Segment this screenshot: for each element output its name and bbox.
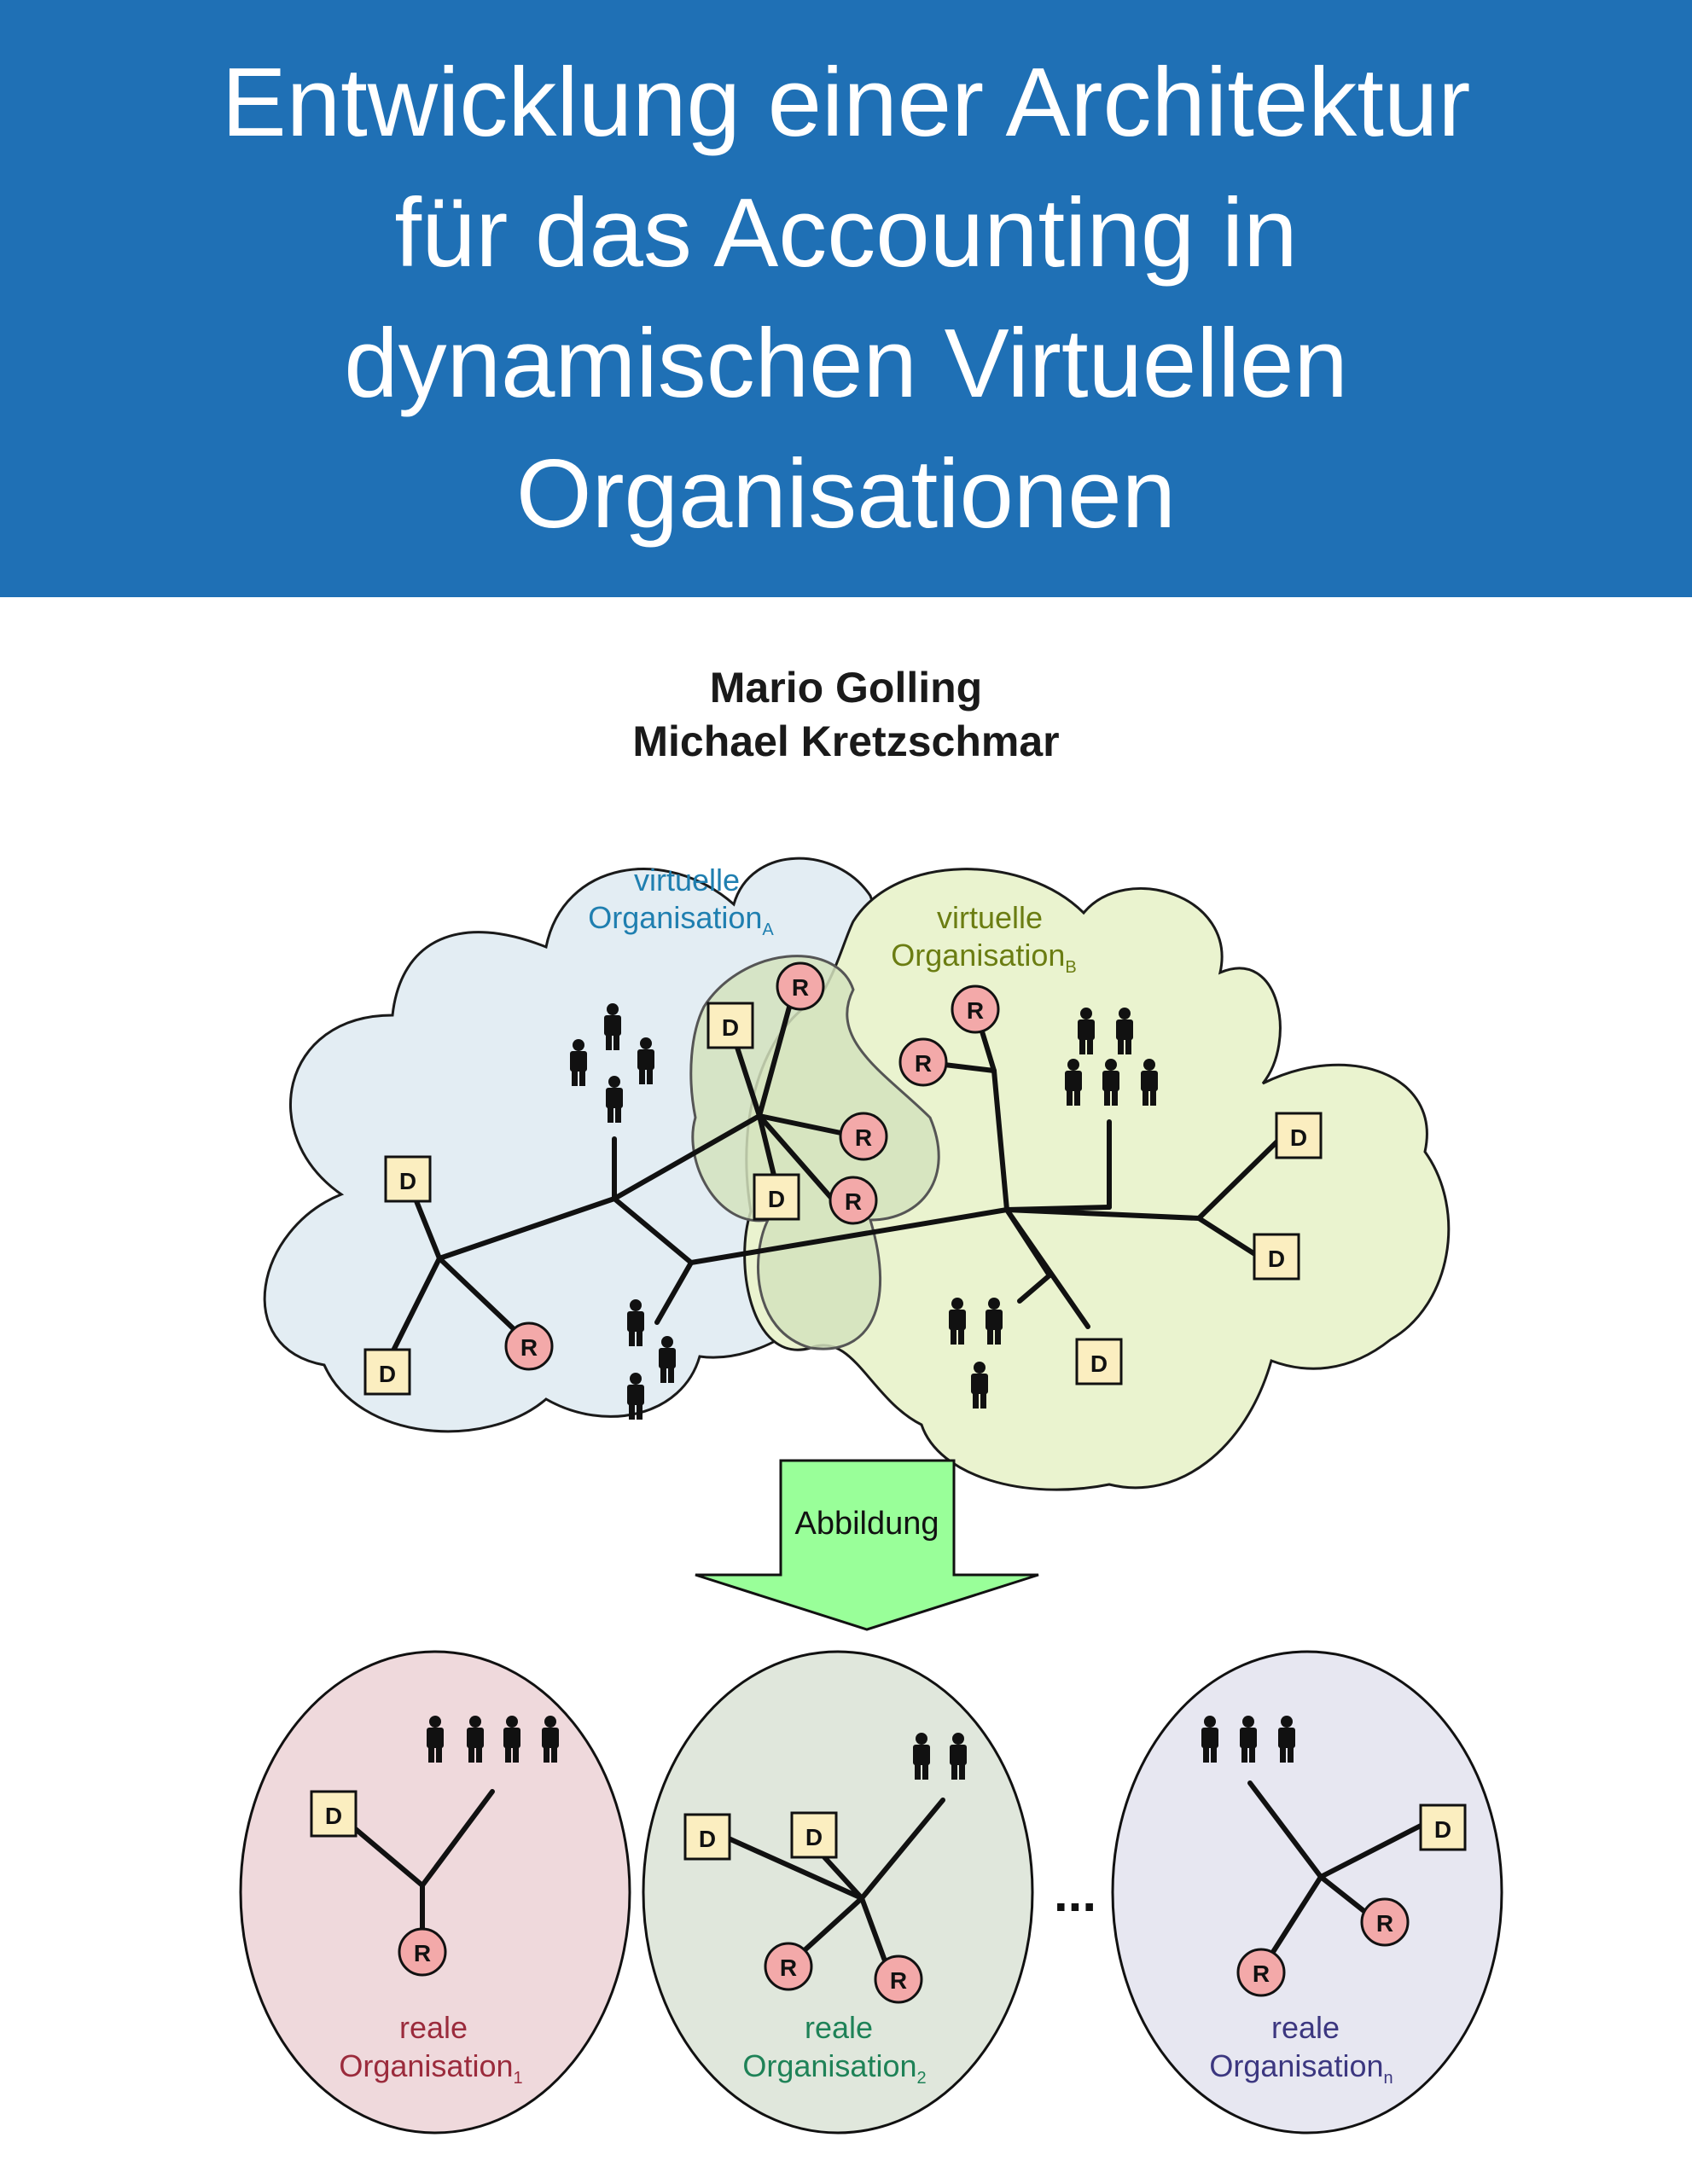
title-line-3: dynamischen Virtuellen [344,310,1348,418]
svg-text:R: R [780,1955,797,1981]
svg-text:R: R [915,1050,932,1077]
svg-text:R: R [792,974,809,1001]
data-node: D [1075,1338,1123,1385]
real-org-n: D R R reale Organisationn [1111,1650,1503,2135]
resource-node: R [504,1321,554,1371]
svg-text:R: R [890,1967,907,1994]
resource-node: R [874,1955,923,2004]
svg-text:R: R [967,997,984,1024]
virtual-org-b-label: virtuelle OrganisationB [891,900,1076,977]
data-node: D [384,1155,432,1203]
svg-text:OrganisationA: OrganisationA [588,900,774,939]
data-node: D [363,1348,411,1396]
data-node: D [1275,1112,1323,1159]
data-node: D [790,1811,838,1859]
title-banner: Entwicklung einer Architektur für das Ac… [0,0,1692,597]
data-nodes-clouds: D D D D D D D [363,1002,1323,1396]
svg-text:R: R [845,1188,862,1215]
mapping-arrow: Abbildung [695,1459,1039,1631]
svg-text:D: D [699,1826,716,1852]
svg-text:Organisation2: Organisation2 [742,2048,926,2088]
resource-node: R [398,1927,447,1977]
arrow-label: Abbildung [794,1506,939,1542]
svg-text:D: D [399,1168,416,1194]
svg-text:R: R [1376,1910,1393,1937]
data-node: D [310,1790,358,1838]
svg-text:reale: reale [805,2010,873,2045]
svg-text:D: D [1268,1246,1285,1272]
data-node: D [753,1173,800,1221]
author-2: Michael Kretzschmar [632,717,1060,765]
svg-text:D: D [768,1186,785,1212]
svg-text:D: D [1090,1350,1108,1377]
resource-node: R [951,985,1000,1034]
cloud-overlap-region [689,955,940,1350]
svg-text:OrganisationB: OrganisationB [891,938,1076,977]
svg-text:R: R [414,1940,431,1966]
svg-text:D: D [379,1361,396,1387]
svg-text:virtuelle: virtuelle [634,863,740,897]
resource-node: R [839,1112,888,1161]
svg-text:D: D [325,1803,342,1829]
svg-text:Organisationn: Organisationn [1209,2048,1393,2088]
virtual-org-b-cloud [743,868,1451,1491]
resource-node: R [1360,1897,1410,1947]
svg-text:D: D [1290,1124,1307,1151]
data-node: D [1253,1233,1300,1281]
title-line-1: Entwicklung einer Architektur [221,49,1471,157]
title-line-4: Organisationen [515,440,1177,549]
author-1: Mario Golling [709,664,983,712]
virtual-org-a-label: virtuelle OrganisationA [588,863,774,939]
svg-text:reale: reale [1271,2010,1340,2045]
real-org-2: D D R R reale Organisation2 [642,1650,1034,2135]
data-node: D [683,1813,731,1861]
org-ellipsis: ... [1054,1865,1096,1922]
resource-nodes-clouds: R R R R R R [504,961,1000,1371]
svg-text:R: R [520,1334,538,1361]
resource-node: R [829,1176,878,1225]
title-line-2: für das Accounting in [394,179,1298,288]
resource-node: R [764,1942,813,1991]
svg-text:Organisation1: Organisation1 [339,2048,522,2088]
svg-text:D: D [722,1014,739,1041]
svg-text:virtuelle: virtuelle [937,900,1043,935]
svg-text:D: D [805,1824,823,1850]
svg-text:D: D [1434,1816,1451,1843]
svg-text:reale: reale [399,2010,468,2045]
svg-text:R: R [855,1124,872,1151]
resource-node: R [776,961,825,1011]
data-node: D [706,1002,754,1049]
real-org-1: D R reale Organisation1 [239,1650,631,2135]
svg-text:R: R [1253,1960,1270,1987]
author-list: Mario Golling Michael Kretzschmar [0,661,1692,769]
resource-node: R [1236,1948,1286,1997]
resource-node: R [898,1037,948,1087]
virtual-network-lines [386,983,1287,1363]
data-node: D [1419,1804,1467,1851]
